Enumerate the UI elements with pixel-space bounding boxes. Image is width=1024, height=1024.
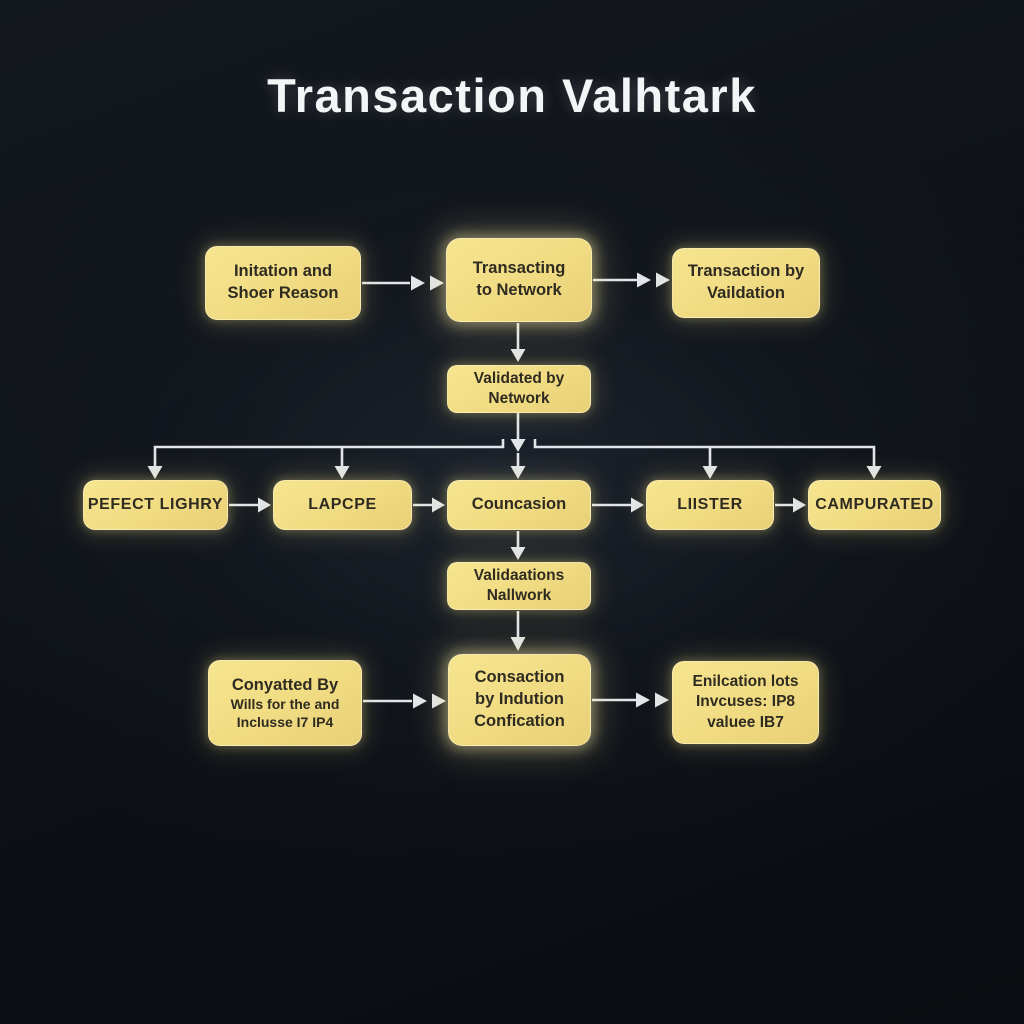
arrow-conyatted-to-consaction (363, 693, 446, 709)
arrow-validated-to-junction (510, 413, 526, 479)
arrow-transacting-to-validated (510, 323, 526, 362)
node-conyatted-heading: Conyatted By (231, 675, 339, 694)
node-pefect-lighry: PEFECT LIGHRY (83, 480, 228, 530)
node-campurated-label: CAMPURATED (815, 496, 934, 514)
node-liister-label: LIISTER (677, 496, 743, 514)
branch-rail-right (533, 439, 882, 479)
node-enilcation: Enilcation lots Invcuses: IP8 valuee IB7 (672, 661, 819, 744)
node-lapcpe: LAPCPE (273, 480, 412, 530)
node-initiation: Initation and Shoer Reason (205, 246, 361, 320)
arrow-liister-to-campurated (775, 497, 806, 513)
node-initiation-label: Initation and Shoer Reason (227, 262, 339, 302)
node-conyatted-body: Wills for the and Inclusse I7 IP4 (230, 696, 340, 731)
arrow-validaations-to-consaction (510, 611, 526, 651)
arrow-pefect-to-lapcpe (229, 497, 271, 513)
diagram-title: Transaction Valhtark (267, 69, 757, 122)
node-liister: LIISTER (646, 480, 774, 530)
node-transacting: Transacting to Network (446, 238, 592, 322)
node-consaction: Consaction by Indution Confication (448, 654, 591, 746)
node-transaction-by-validation-label: Transaction by Vaildation (687, 262, 805, 302)
node-pefect-lighry-label: PEFECT LIGHRY (87, 496, 224, 514)
node-consaction-label: Consaction by Indution Confication (474, 668, 565, 730)
node-councasion: Councasion (447, 480, 591, 530)
arrow-councasion-to-validaations (510, 531, 526, 560)
node-validaations-label: Validaations Nallwork (473, 566, 565, 604)
branch-rail-left (147, 439, 505, 479)
node-conyatted: Conyatted By Wills for the and Inclusse … (208, 660, 362, 746)
node-lapcpe-label: LAPCPE (308, 496, 377, 514)
arrow-councasion-to-liister (592, 497, 644, 513)
arrow-initiation-to-transacting (362, 275, 444, 291)
arrow-consaction-to-enilcation (592, 692, 669, 708)
node-enilcation-label: Enilcation lots Invcuses: IP8 valuee IB7 (692, 672, 799, 731)
node-validated-by-network: Validated by Network (447, 365, 591, 413)
node-transacting-label: Transacting to Network (472, 259, 566, 299)
arrow-lapcpe-to-councasion (413, 497, 445, 513)
node-validated-by-network-label: Validated by Network (473, 369, 565, 407)
node-validaations: Validaations Nallwork (447, 562, 591, 610)
node-transaction-by-validation: Transaction by Vaildation (672, 248, 820, 318)
node-campurated: CAMPURATED (808, 480, 941, 530)
arrow-transacting-to-validation (593, 272, 670, 288)
node-councasion-label: Councasion (471, 495, 567, 514)
